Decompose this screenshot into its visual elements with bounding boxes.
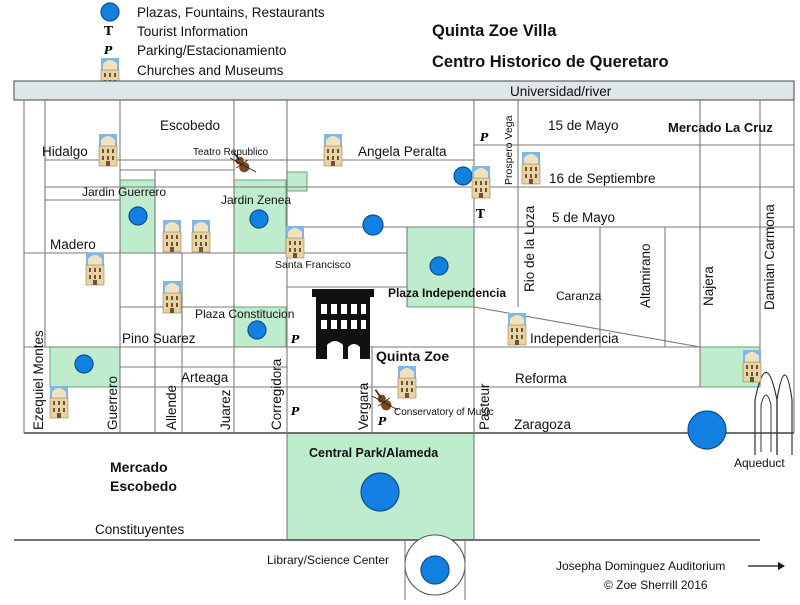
vertical-street-labels: Prospero Vega Rio de la Loza Altamirano … [31, 115, 777, 430]
street-juarez: Juarez [218, 389, 233, 430]
fountain-plaza-independencia [429, 256, 449, 276]
church-icon [191, 219, 211, 253]
place-plaza-constitucion: Plaza Constitucion [195, 307, 294, 321]
river-label: Universidad/river [510, 84, 612, 99]
map-title: Quinta Zoe Villa [432, 22, 557, 40]
fountain-jardin-zenea [249, 209, 269, 229]
street-allende: Allende [164, 385, 179, 430]
street-constituyentes: Constituyentes [95, 522, 185, 537]
legend-blue-dot-icon [100, 2, 120, 22]
place-labels: Mercado La Cruz Teatro Republico Jardin … [82, 120, 785, 592]
street-prospero-vega: Prospero Vega [503, 115, 515, 185]
street-zaragoza: Zaragoza [514, 417, 572, 432]
place-teatro-republica: Teatro Republico [193, 147, 268, 158]
street-independencia: Independencia [530, 331, 619, 346]
church-icon [323, 133, 343, 167]
place-auditorium: Josepha Dominguez Auditorium [556, 559, 725, 573]
aqueduct-icon [754, 371, 793, 455]
arrow-right-icon [748, 562, 785, 570]
street-madero: Madero [50, 237, 96, 252]
street-najera: Najera [701, 266, 716, 306]
street-5-de-mayo: 5 de Mayo [552, 210, 615, 225]
street-rio-de-la-loza: Rio de la Loza [522, 205, 537, 292]
place-mercado-escobedo-line2: Escobedo [110, 478, 177, 494]
street-ezequiel-montes: Ezequiel Montes [31, 330, 46, 430]
quinta-zoe-building-icon [312, 289, 374, 359]
street-damian-carmona: Damian Carmona [762, 204, 777, 310]
street-15-de-mayo: 15 de Mayo [548, 118, 619, 133]
church-icon [162, 280, 182, 314]
place-conservatory: Conservatory of Music [394, 407, 493, 418]
church-icon [85, 252, 105, 286]
street-pasteur: Pasteur [477, 383, 492, 430]
church-icon [397, 365, 417, 399]
street-16-de-septiembre: 16 de Septiembre [549, 171, 656, 186]
legend-plazas-label: Plazas, Fountains, Restaurants [137, 5, 325, 20]
fountain-guerrero [74, 354, 94, 374]
street-labels: Escobedo Hidalgo Angela Peralta 15 de Ma… [42, 118, 656, 537]
map-subtitle: Centro Historico de Queretaro [432, 53, 669, 71]
church-icon [285, 225, 305, 259]
fountain-jardin-guerrero [128, 206, 148, 226]
legend-parking-label: Parking/Estacionamiento [137, 43, 286, 58]
street-angela-peralta: Angela Peralta [358, 144, 447, 159]
church-icon [742, 349, 762, 383]
street-guerrero: Guerrero [105, 376, 120, 430]
place-mercado-la-cruz: Mercado La Cruz [668, 120, 773, 135]
street-altamirano: Altamirano [638, 243, 653, 308]
street-escobedo: Escobedo [160, 118, 220, 133]
fountain-plaza-constitucion [247, 320, 267, 340]
church-icon [507, 312, 527, 346]
place-library: Library/Science Center [267, 553, 389, 567]
church-icon [521, 151, 541, 185]
legend-churches-label: Churches and Museums [137, 63, 284, 78]
street-hidalgo: Hidalgo [42, 144, 88, 159]
fountains [74, 166, 727, 585]
street-vergara: Vergara [356, 382, 371, 430]
legend-tourist-t-icon: T [104, 24, 113, 38]
street-arteaga: Arteaga [181, 370, 229, 385]
fountain-library [420, 555, 450, 585]
church-icon [49, 385, 69, 419]
street-pino-suarez: Pino Suarez [122, 331, 196, 346]
church-icon [162, 219, 182, 253]
parking-p-icon: P [479, 131, 489, 144]
river-band [13, 80, 795, 101]
church-icon [98, 133, 118, 167]
place-aqueduct: Aqueduct [734, 456, 785, 470]
fountain-zaragoza [687, 410, 727, 450]
legend-parking-p-icon: P [103, 44, 113, 57]
fountain-madero [362, 214, 384, 236]
legend: Plazas, Fountains, Restaurants T Tourist… [100, 2, 325, 91]
place-plaza-independencia: Plaza Independencia [388, 286, 506, 300]
church-icon [471, 165, 491, 199]
parking-p-icon: P [290, 405, 300, 418]
street-corregidora: Corregidora [269, 358, 284, 430]
copyright-text: © Zoe Sherrill 2016 [604, 578, 708, 592]
place-jardin-zenea: Jardin Zenea [221, 193, 291, 207]
legend-tourist-label: Tourist Information [137, 24, 248, 39]
parking-p-icon: P [290, 333, 300, 346]
street-caranza: Caranza [556, 289, 602, 303]
place-mercado-escobedo-line1: Mercado [110, 459, 168, 475]
place-santa-francisco: Santa Francisco [275, 259, 351, 271]
place-jardin-guerrero: Jardin Guerrero [82, 185, 166, 199]
fountain-central-park [360, 472, 400, 512]
tourist-info-t-icon: T [476, 207, 485, 221]
fountain-peralta [453, 166, 473, 186]
street-reforma: Reforma [515, 371, 567, 386]
parking-p-icon: P [377, 415, 387, 428]
place-central-park: Central Park/Alameda [309, 446, 439, 460]
place-quinta-zoe: Quinta Zoe [376, 348, 449, 364]
plaza-small [286, 171, 308, 192]
